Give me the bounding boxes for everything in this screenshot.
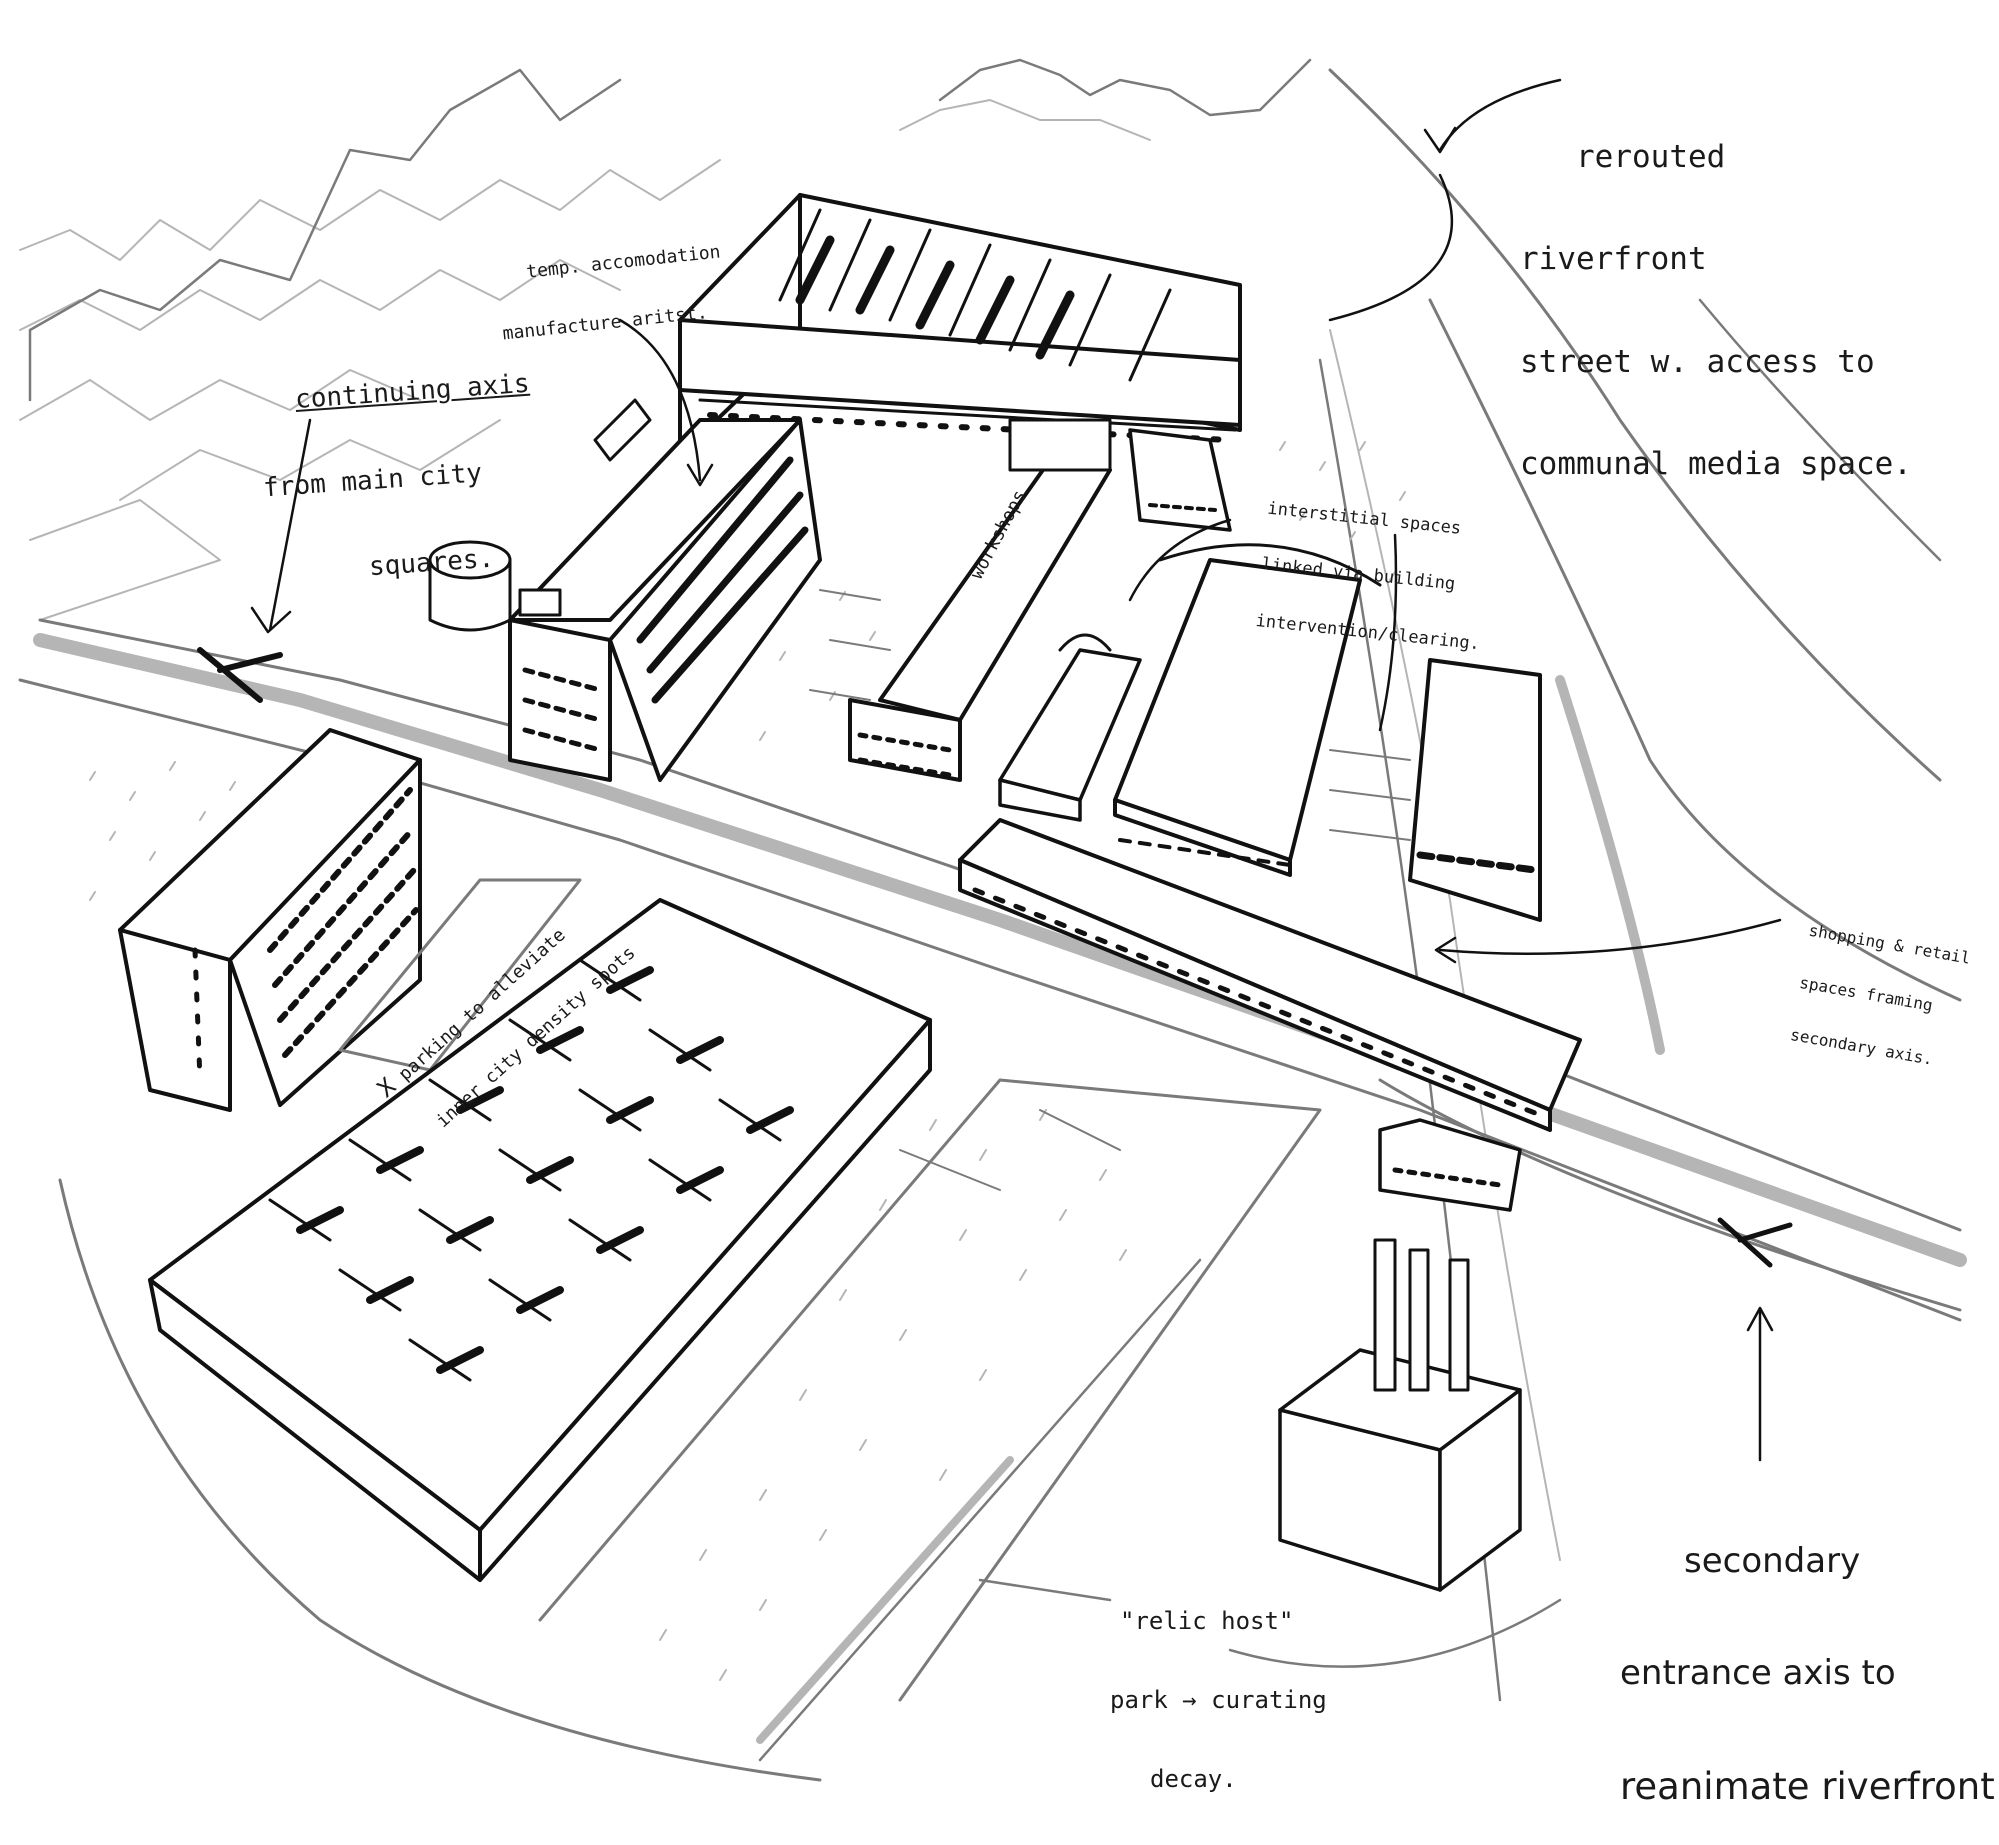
continuing-axis-line-2: from main city bbox=[262, 458, 483, 504]
continuing-axis-arrow bbox=[268, 418, 312, 632]
shopping-arcade bbox=[958, 818, 1582, 1132]
site-sketch bbox=[18, 58, 1967, 1782]
temp-accommodation-arrow bbox=[618, 318, 702, 482]
riverfront-line-3: street w. access to bbox=[1520, 343, 1875, 380]
riverfront-line-2: riverfront bbox=[1520, 241, 1707, 278]
park-vegetation bbox=[89, 441, 1406, 1681]
water-tower bbox=[428, 540, 512, 632]
temp-accommodation-note: temp. accomodation manufacture aritst. bbox=[491, 203, 729, 364]
interstitial-line-3: intervention/clearing. bbox=[1254, 610, 1481, 654]
secondary-entrance-line-1: secondary bbox=[1684, 1540, 1861, 1581]
shopping-arrow bbox=[1438, 918, 1782, 955]
riverfront-line-1: rerouted bbox=[1576, 139, 1726, 176]
secondary-entrance-line-2: entrance axis to bbox=[1620, 1652, 1896, 1693]
continuing-axis-line-1: continuing axis bbox=[294, 368, 531, 416]
interstitial-line-2: linked via building bbox=[1260, 554, 1457, 595]
workshops-wing bbox=[848, 418, 1112, 782]
temp-accommodation-line-2: manufacture aritst. bbox=[501, 302, 709, 345]
mid-rise-block bbox=[118, 728, 422, 1112]
east-block bbox=[1408, 658, 1542, 922]
relic-park-line-1: "relic host" bbox=[1120, 1606, 1294, 1635]
riverfront-line-4: communal media space. bbox=[1520, 446, 1912, 483]
relic-park-line-2: park → curating bbox=[1110, 1685, 1327, 1714]
shopping-note: shopping & retail spaces framing seconda… bbox=[1786, 887, 1978, 1089]
sawtooth-shed-south bbox=[148, 898, 932, 1582]
background-townscape bbox=[19, 58, 1312, 621]
relic-park-line-3: decay. bbox=[1150, 1765, 1237, 1794]
shopping-line-3: secondary axis. bbox=[1788, 1024, 1935, 1069]
vaulted-hall-large bbox=[1113, 543, 1382, 877]
interstitial-arrow bbox=[1128, 518, 1232, 602]
small-shed bbox=[1128, 428, 1232, 532]
riverfront-note: rerouted riverfront street w. access to … bbox=[1520, 72, 1912, 515]
relic-factory bbox=[1278, 1118, 1522, 1592]
secondary-entrance-note: secondary entrance axis to reanimate riv… bbox=[1620, 1468, 1995, 1845]
continuing-axis-line-3: squares. bbox=[368, 543, 496, 583]
temp-accommodation-line-1: temp. accomodation bbox=[525, 240, 722, 283]
accommodation-block bbox=[508, 398, 822, 782]
annotation-arrows bbox=[250, 78, 1782, 1602]
vaulted-hall-small bbox=[998, 633, 1142, 822]
shopping-line-1: shopping & retail bbox=[1807, 920, 1972, 968]
continuing-axis-note: continuing axis from main city squares. bbox=[252, 313, 544, 617]
secondary-entrance-line-3: reanimate riverfront bbox=[1620, 1765, 1995, 1809]
relic-park-note: "relic host" park → curating decay. bbox=[1110, 1555, 1327, 1819]
sawtooth-shed-north bbox=[678, 193, 1242, 457]
interstitial-line-1: interstitial spaces bbox=[1266, 498, 1462, 540]
shopping-line-2: spaces framing bbox=[1798, 972, 1935, 1015]
parking-strip bbox=[338, 878, 582, 1072]
interstitial-note: interstitial spaces linked via building … bbox=[1253, 463, 1496, 672]
